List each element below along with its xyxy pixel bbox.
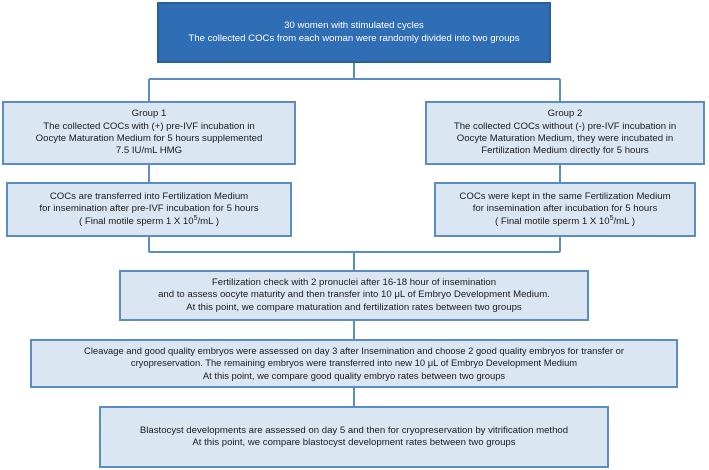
group2-line-4: Fertilization Medium directly for 5 hour… — [481, 145, 649, 157]
cleavage-line-2: cryopreservation. The remaining embryos … — [130, 357, 578, 369]
group2-sperm-prefix: ( Final motile sperm 1 X 10 — [494, 215, 610, 227]
group2-line-3: Oocyte Maturation Medium, they were incu… — [456, 133, 674, 144]
group1-sperm-suffix: /mL ) — [197, 215, 220, 227]
cleavage-assessment-box: Cleavage and good quality embryos were a… — [30, 339, 678, 388]
group2-title: Group 2 — [547, 108, 583, 120]
group1-line-3: Oocyte Maturation Medium for 5 hours sup… — [35, 133, 263, 144]
fertilization-check-box: Fertilization check with 2 pronuclei aft… — [119, 270, 589, 321]
blastocyst-line-2: At this point, we compare blastocyst dev… — [192, 437, 516, 448]
group2-line-2: The collected COCs without (-) pre-IVF i… — [453, 120, 677, 132]
group1-line-4: 7.5 IU/mL HMG — [115, 145, 183, 157]
enrollment-line-1: 30 women with stimulated cycles — [284, 20, 424, 32]
group2-sperm-suffix: /mL ) — [613, 215, 636, 227]
group1-sperm-prefix: ( Final motile sperm 1 X 10 — [78, 215, 194, 227]
group1-box: Group 1 The collected COCs with (+) pre-… — [2, 101, 296, 165]
group1-sperm-line: ( Final motile sperm 1 X 105/mL ) — [78, 214, 220, 228]
enrollment-line-2: The collected COCs from each woman were … — [188, 32, 520, 44]
group1-line-2: The collected COCs with (+) pre-IVF incu… — [43, 120, 255, 132]
group1-title: Group 1 — [131, 108, 167, 120]
blastocyst-line-1: Blastocyst developments are assessed on … — [139, 424, 569, 436]
group1-sperm-exp: 5 — [193, 214, 198, 222]
cleavage-line-3: At this point, we compare good quality e… — [202, 369, 506, 381]
fertilization-line-3: At this point, we compare maturation and… — [186, 301, 522, 313]
group2-step-line-2: for insemination after incubation for 5 … — [472, 203, 658, 215]
group2-step-line-1: COCs were kept in the same Fertilization… — [459, 190, 671, 202]
fertilization-line-2: and to assess oocyte maturity and then t… — [158, 289, 550, 301]
group2-box: Group 2 The collected COCs without (-) p… — [425, 101, 705, 165]
blastocyst-assessment-box: Blastocyst developments are assessed on … — [99, 406, 609, 468]
group1-step-line-1: COCs are transferred into Fertilization … — [49, 190, 249, 202]
group1-step-line-2: for insemination after pre-IVF incubatio… — [39, 203, 259, 215]
cleavage-line-1: Cleavage and good quality embryos were a… — [84, 344, 624, 356]
group2-sperm-line: ( Final motile sperm 1 X 105/mL ) — [494, 214, 636, 228]
fertilization-line-1: Fertilization check with 2 pronuclei aft… — [211, 276, 497, 288]
group2-sperm-exp: 5 — [609, 214, 614, 222]
group1-insemination-box: COCs are transferred into Fertilization … — [6, 182, 292, 237]
enrollment-box: 30 women with stimulated cycles The coll… — [157, 2, 551, 63]
group2-insemination-box: COCs were kept in the same Fertilization… — [434, 182, 696, 237]
